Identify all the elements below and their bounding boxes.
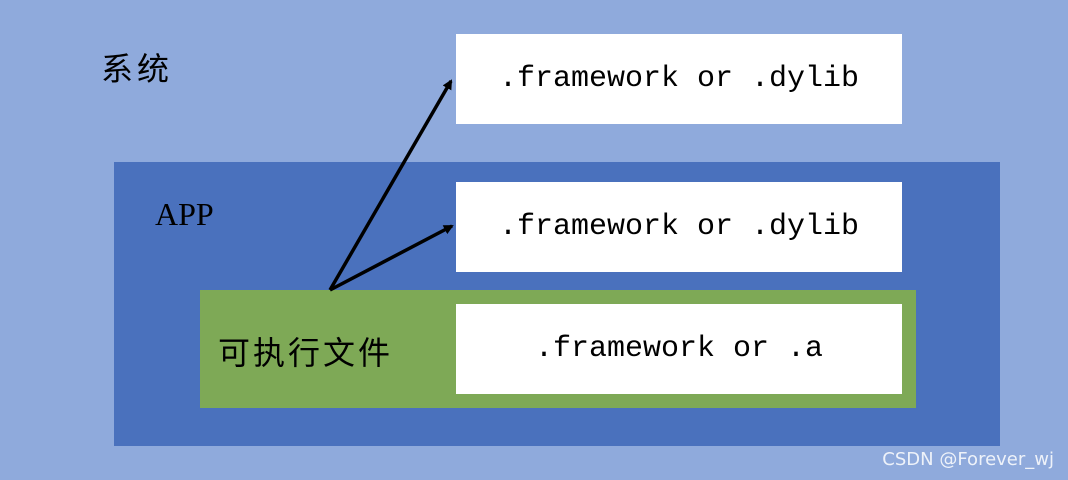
system-library-label: .framework or .dylib (498, 62, 860, 96)
system-label: 系统 (101, 50, 174, 88)
system-library-box: .framework or .dylib (456, 34, 902, 124)
app-library-label: .framework or .dylib (498, 210, 860, 244)
static-library-box: .framework or .a (456, 304, 902, 394)
static-library-label: .framework or .a (534, 332, 824, 366)
app-label: APP (155, 196, 214, 232)
executable-label: 可执行文件 (218, 334, 394, 372)
app-library-box: .framework or .dylib (456, 182, 902, 272)
watermark: CSDN @Forever_wj (882, 449, 1054, 470)
